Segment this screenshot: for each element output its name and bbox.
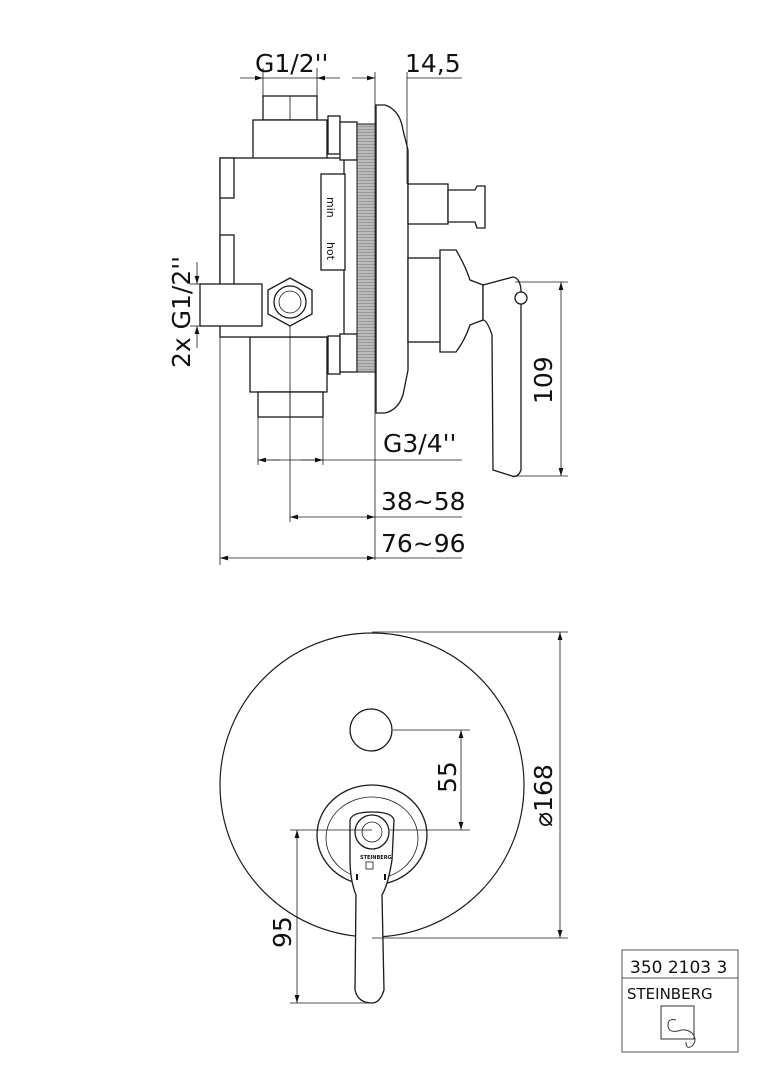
dim-g34: G3/4'' (383, 429, 456, 458)
diameter-symbol: ⌀ (529, 812, 558, 827)
diverter-stem (407, 183, 449, 225)
bottom-collar (249, 336, 328, 393)
side-pipe (199, 283, 263, 327)
diverter-knob (447, 185, 486, 229)
side-view-dimensions: G1/2'' 14,5 2x G1/2'' G3/4'' 38~58 76~96 (167, 49, 568, 565)
svg-text:⌀168: ⌀168 (529, 764, 558, 827)
handle-rosette-side (439, 249, 484, 353)
lever-front (349, 811, 395, 1004)
label-plate (320, 173, 346, 271)
top-collar (252, 119, 328, 161)
front-view: STEINBERG (219, 632, 525, 1004)
dim-g12-top: G1/2'' (255, 49, 328, 78)
dim-2x-g12: 2x G1/2'' (167, 256, 196, 368)
diverter-button (349, 708, 393, 752)
article-number: 350 2103 3 (630, 958, 727, 978)
lever-knob (354, 814, 390, 850)
brand-logo (660, 1005, 696, 1048)
dim-55: 55 (433, 761, 462, 793)
brand-name: STEINBERG (627, 985, 713, 1003)
label-hot: hot (324, 242, 337, 261)
front-view-dimensions: 55 ⌀168 95 (268, 631, 568, 1004)
mounting-thread (356, 123, 377, 373)
bottom-nut (257, 391, 324, 418)
dim-38-58: 38~58 (381, 487, 466, 516)
lever-side (482, 276, 522, 478)
side-view: min hot (199, 95, 528, 478)
label-min: min (324, 197, 337, 218)
title-block: 350 2103 3 STEINBERG (621, 949, 739, 1053)
dim-168: 168 (529, 764, 558, 812)
dim-95: 95 (268, 916, 297, 948)
dim-76-96: 76~96 (381, 529, 466, 558)
cover-plate-side (375, 104, 409, 414)
handle-brand-text: STEINBERG (360, 855, 392, 861)
dim-14-5: 14,5 (405, 49, 461, 78)
dim-109: 109 (529, 356, 558, 404)
